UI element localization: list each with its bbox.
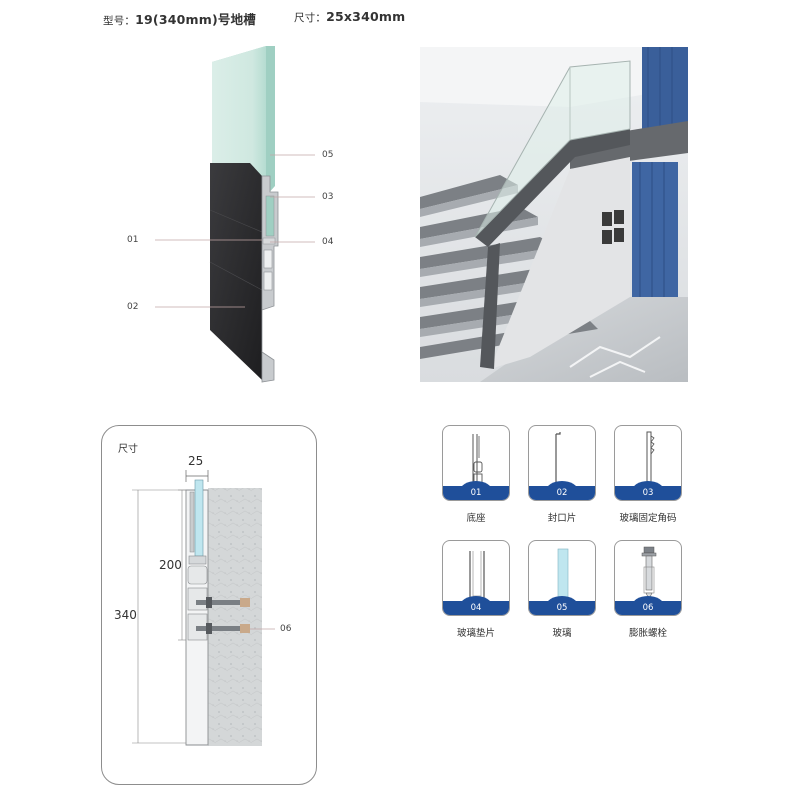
glass-side-edge — [266, 46, 275, 196]
size-value: 25x340mm — [326, 9, 406, 24]
part-name-02: 封口片 — [547, 513, 577, 524]
size-spec: 尺寸：25x340mm — [294, 9, 405, 25]
dimension-title: 尺寸 — [118, 444, 138, 455]
part-code-05: 05 — [556, 603, 568, 613]
model-value: 19(340mm)号地槽 — [135, 12, 256, 27]
part-name-04: 玻璃垫片 — [456, 628, 495, 639]
callout-05: 05 — [322, 150, 334, 160]
part-tile-05: 05 — [528, 540, 596, 616]
model-label: 型号： — [103, 15, 136, 27]
part-tile-03: 03 — [614, 425, 682, 501]
model-spec: 型号：19(340mm)号地槽 — [103, 9, 256, 28]
part-name-03: 玻璃固定角码 — [619, 513, 677, 524]
callout-06: 06 — [280, 624, 292, 634]
concrete-wall — [208, 488, 262, 746]
size-label: 尺寸： — [294, 12, 327, 24]
expansion-bolt-icon — [641, 546, 657, 600]
callout-03: 03 — [322, 192, 334, 202]
part-code-03: 03 — [642, 488, 654, 498]
part-code-06: 06 — [642, 603, 654, 613]
part-name-01: 底座 — [466, 513, 486, 524]
part-tile-04: 04 — [442, 540, 510, 616]
part-code-02: 02 — [556, 488, 568, 498]
callout-01: 01 — [127, 235, 139, 245]
expansion-bolts — [196, 597, 250, 634]
width-dimension: 25 — [188, 454, 204, 468]
glass-panel — [212, 46, 266, 196]
callout-04: 04 — [322, 237, 334, 247]
glass-section — [194, 479, 204, 557]
product-render — [155, 46, 315, 383]
dimension-panel — [101, 425, 317, 785]
callout-02: 02 — [127, 302, 139, 312]
cover-strip — [210, 163, 262, 380]
part-name-05: 玻璃 — [552, 628, 572, 639]
staircase-photo — [420, 47, 688, 382]
part-name-06: 膨胀螺栓 — [628, 628, 667, 639]
height-340-dimension: 340 — [114, 608, 137, 622]
height-200-dimension: 200 — [159, 558, 182, 572]
part-code-04: 04 — [470, 603, 482, 613]
part-tile-01: 01 — [442, 425, 510, 501]
section-drawing — [132, 470, 275, 746]
part-tile-02: 02 — [528, 425, 596, 501]
part-tile-06: 06 — [614, 540, 682, 616]
part-code-01: 01 — [470, 488, 482, 498]
